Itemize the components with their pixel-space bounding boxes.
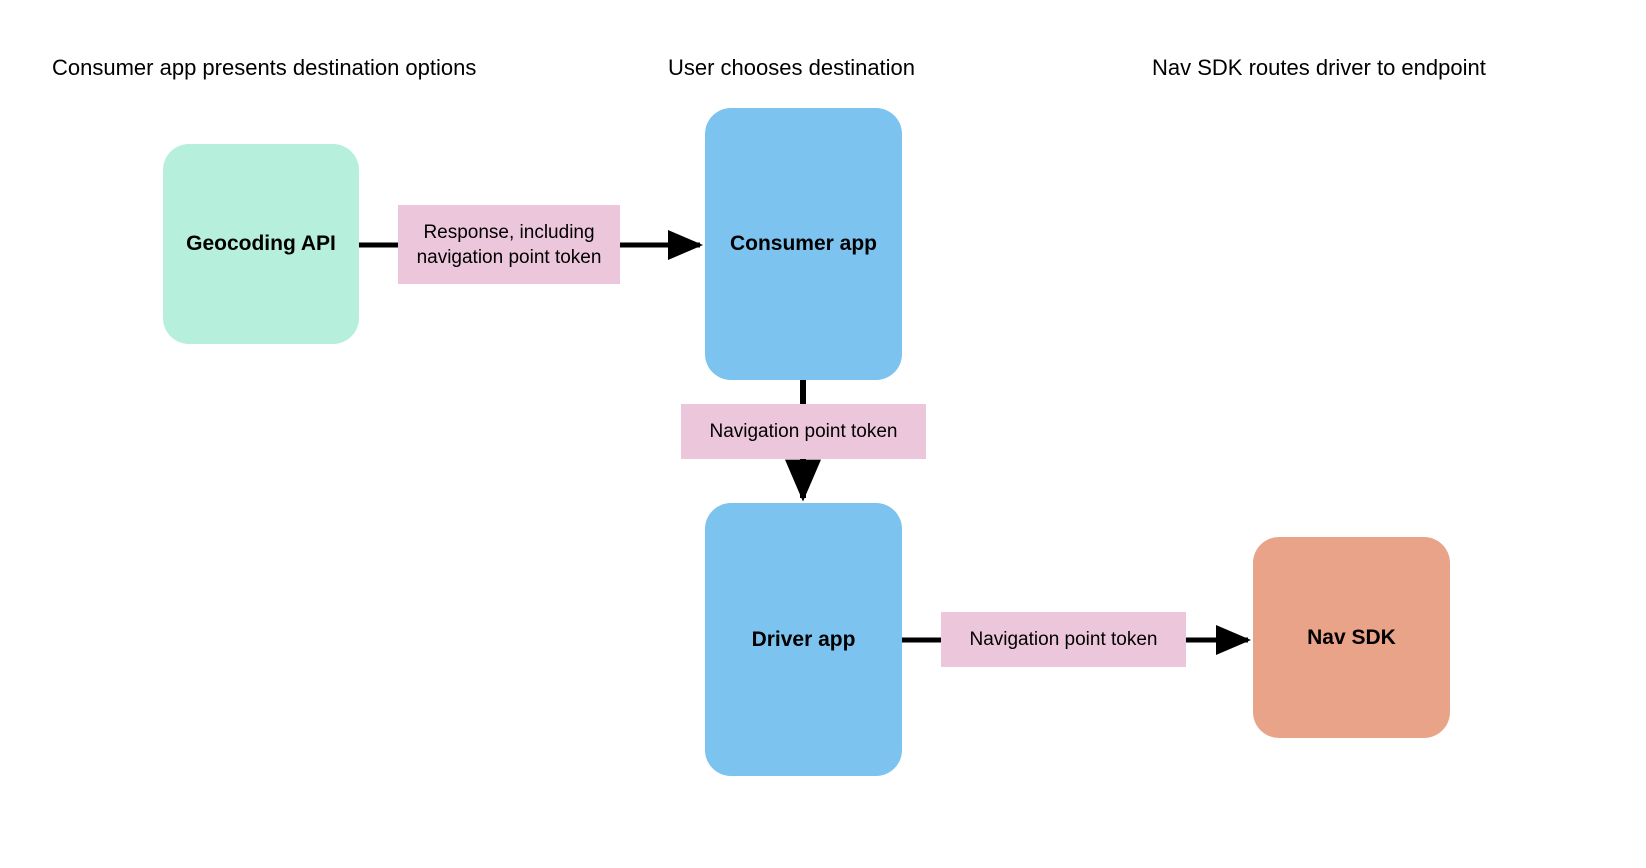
node-nav-sdk-label: Nav SDK: [1307, 625, 1396, 649]
node-nav-sdk[interactable]: Nav SDK: [1253, 537, 1450, 738]
node-geocoding-api[interactable]: Geocoding API: [163, 144, 359, 344]
edge-label-token-middle: Navigation point token: [681, 404, 926, 459]
node-consumer-app-label: Consumer app: [729, 232, 878, 255]
edge-label-token-bottom: Navigation point token: [941, 612, 1186, 667]
edge-label-response: Response, including navigation point tok…: [398, 205, 620, 284]
edge-label-response-text: Response, including navigation point tok…: [416, 221, 602, 268]
column-header-user-choice: User chooses destination: [668, 55, 916, 80]
column-header-nav-sdk: Nav SDK routes driver to endpoint: [1152, 55, 1486, 80]
node-geocoding-api-label: Geocoding API: [186, 232, 336, 255]
edge-label-token-bottom-text: Navigation point token: [969, 629, 1158, 650]
column-header-consumer-app: Consumer app presents destination option…: [52, 55, 477, 80]
node-driver-app-label: Driver app: [751, 627, 856, 651]
node-driver-app[interactable]: Driver app: [705, 503, 902, 776]
node-consumer-app[interactable]: Consumer app: [705, 108, 902, 380]
edge-label-token-middle-text: Navigation point token: [709, 421, 898, 442]
